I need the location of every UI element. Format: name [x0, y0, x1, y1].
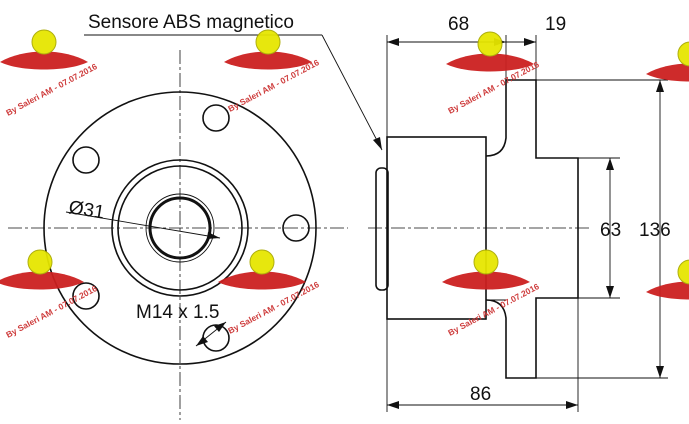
- inner-diameter-value: 63: [600, 220, 621, 241]
- watermark-wing-shape: [0, 51, 88, 70]
- thread-arrowhead-lower: [196, 336, 208, 346]
- watermark-logo: [442, 249, 530, 290]
- watermark-wing-shape: [224, 51, 312, 70]
- diameter-arrowhead: [207, 232, 220, 239]
- inner-diameter-arrow-top: [606, 158, 614, 170]
- sensor-ring: [375, 167, 389, 291]
- total-length-arrow-left: [387, 401, 399, 409]
- hub-outer-circle: [111, 159, 249, 297]
- watermark-logo: [0, 29, 88, 70]
- hub-length-value: 68: [448, 14, 469, 35]
- watermark-logo: [646, 41, 689, 82]
- watermark-text: By Saleri AM - 07.07.2016: [446, 281, 541, 338]
- watermark-emblem: [31, 29, 57, 55]
- watermark-emblem: [27, 249, 53, 275]
- watermark-logo: [0, 249, 84, 290]
- bore-outer-circle: [145, 193, 215, 263]
- watermark-emblem: [677, 41, 689, 67]
- sensor-leader-arrow: [373, 137, 382, 150]
- annotations: Sensore ABS magnetico Ø31 M14 x 1.5: [67, 12, 383, 323]
- hub-length-arrow-left: [387, 38, 399, 46]
- diameter-leader-line: [65, 211, 221, 239]
- watermark-wing-shape: [646, 63, 689, 82]
- watermark-emblem: [473, 249, 499, 275]
- bore-circle: [148, 196, 212, 260]
- watermark-emblem: [255, 29, 281, 55]
- side-view: 68 19 86 63 136: [368, 14, 671, 412]
- watermark-wing-shape: [446, 53, 534, 72]
- hub-body: [386, 136, 487, 320]
- watermark-logo-group: By Saleri AM - 07.07.2016 By Saleri AM -…: [0, 29, 689, 340]
- flange-outline: [43, 91, 317, 365]
- diameter-label: Ø31: [67, 197, 106, 223]
- bolt-hole-top: [202, 104, 230, 132]
- thread-arrowhead-upper: [214, 322, 226, 332]
- bolt-hole-bottom: [202, 324, 230, 352]
- bolt-hole-right: [282, 214, 310, 242]
- flange-diameter-arrow-bottom: [656, 366, 664, 378]
- total-length-value: 86: [470, 384, 491, 405]
- watermark-emblem: [477, 31, 503, 57]
- watermark-wing-shape: [218, 271, 306, 290]
- flange-width-arrow: [524, 38, 536, 46]
- flange-diameter-value: 136: [639, 220, 671, 241]
- watermark-logo: [446, 31, 534, 72]
- watermark-wing-shape: [0, 271, 84, 290]
- bolt-hole-lower-left: [72, 282, 100, 310]
- watermark-logo: [646, 259, 689, 300]
- front-view: [8, 50, 348, 420]
- sensor-label: Sensore ABS magnetico: [88, 12, 294, 33]
- total-length-arrow-right: [566, 401, 578, 409]
- watermark-text: By Saleri AM - 07.07.2016: [4, 283, 99, 340]
- hub-ring-circle: [117, 165, 243, 291]
- flange-diameter-arrow-top: [656, 80, 664, 92]
- watermark-logo: [218, 249, 306, 290]
- watermark-wing-shape: [442, 271, 530, 290]
- watermark-logo: [224, 29, 312, 70]
- flange-width-value: 19: [545, 14, 566, 35]
- bolt-hole-upper-left: [72, 146, 100, 174]
- thread-label: M14 x 1.5: [136, 302, 219, 323]
- flange-profile: [485, 79, 579, 379]
- inner-diameter-arrow-bottom: [606, 286, 614, 298]
- watermark-emblem: [677, 259, 689, 285]
- watermark-emblem: [249, 249, 275, 275]
- watermark-wing-shape: [646, 281, 689, 300]
- watermark-text: By Saleri AM - 07.07.2016: [4, 61, 99, 118]
- sensor-leader-line: [321, 34, 383, 151]
